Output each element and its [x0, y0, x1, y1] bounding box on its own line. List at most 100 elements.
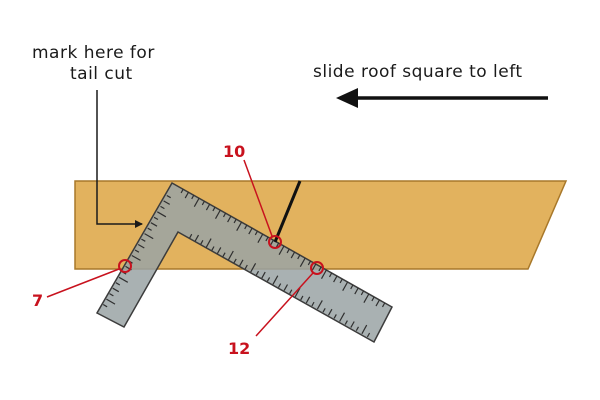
ruler-tick — [150, 222, 158, 227]
ruler-tick — [361, 324, 368, 335]
leader-line-12 — [255, 272, 314, 337]
ruler-tick — [180, 188, 184, 194]
square-ruler-ticks — [102, 188, 386, 338]
ruler-tick — [316, 300, 323, 310]
ruler-tick — [134, 249, 140, 253]
ruler-tick — [102, 303, 108, 308]
ruler-tick — [236, 221, 243, 231]
ruler-tick — [277, 283, 282, 288]
ruler-tick — [118, 276, 129, 283]
ruler-tick — [283, 284, 289, 291]
roof-square — [95, 181, 393, 344]
ruler-tick — [344, 320, 348, 325]
ruler-tick — [257, 233, 264, 243]
ruler-tick — [194, 234, 200, 242]
ruler-tick — [156, 211, 167, 218]
callout-label-12: 12 — [228, 339, 250, 358]
ruler-tick — [244, 264, 248, 270]
ruler-tick — [163, 200, 170, 205]
ruler-tick — [350, 284, 354, 290]
ruler-tick — [137, 243, 145, 249]
square-body — [95, 181, 393, 344]
ruler-tick — [244, 224, 248, 230]
ruler-tick — [131, 254, 141, 261]
ruler-tick — [339, 278, 343, 284]
ruler-tick — [214, 209, 221, 219]
ruler-tick — [254, 230, 259, 236]
leader-line-7 — [46, 268, 120, 298]
ruler-tick — [333, 314, 337, 319]
ruler-tick — [211, 246, 215, 251]
ruler-tick — [255, 270, 260, 276]
mark-label-line2: tail cut — [70, 64, 133, 84]
plumb-line — [273, 180, 302, 243]
ruler-tick — [222, 252, 226, 257]
ruler-tick — [166, 194, 171, 199]
ruler-tick — [294, 287, 301, 298]
ruler-tick — [250, 263, 257, 273]
ruler-tick — [205, 203, 211, 211]
ruler-tick — [371, 296, 375, 302]
callout-label-7: 7 — [32, 291, 43, 310]
right-arrow-icon — [96, 90, 143, 228]
callout-circle-7 — [118, 259, 132, 273]
ruler-tick — [360, 290, 365, 296]
ruler-tick — [333, 275, 338, 283]
ruler-tick — [184, 191, 190, 199]
ruler-tick — [350, 321, 355, 328]
mark-label-line1: mark here for — [32, 43, 155, 63]
ruler-tick — [342, 281, 349, 291]
ruler-tick — [278, 245, 285, 255]
ruler-tick — [112, 287, 120, 293]
ruler-tick — [227, 215, 232, 223]
callout-circle-12 — [310, 261, 324, 275]
callout-circle-10 — [268, 235, 282, 249]
ruler-tick — [109, 293, 114, 297]
ruler-tick — [233, 258, 237, 264]
ruler-tick — [212, 206, 216, 212]
ruler-tick — [381, 302, 386, 308]
ruler-tick — [265, 236, 269, 242]
ruler-tick — [286, 248, 290, 254]
ruler-tick — [275, 242, 280, 248]
ruler-tick — [205, 238, 212, 248]
ruler-tick — [193, 197, 200, 207]
ruler-tick — [318, 266, 322, 272]
ruler-tick — [248, 227, 253, 235]
ruler-tick — [272, 275, 279, 285]
ruler-tick — [147, 227, 152, 231]
ruler-tick — [160, 205, 165, 210]
ruler-tick — [289, 289, 293, 294]
ruler-tick — [366, 332, 371, 338]
ruler-tick — [311, 301, 315, 307]
ruler-tick — [311, 263, 317, 271]
ruler-tick — [266, 277, 271, 282]
ruler-tick — [363, 293, 370, 303]
ruler-tick — [233, 218, 237, 224]
ruler-tick — [144, 233, 154, 240]
ruler-tick — [290, 251, 296, 259]
ruler-tick — [141, 238, 146, 242]
ruler-tick — [115, 282, 121, 286]
ruler-tick — [300, 295, 304, 301]
ruler-tick — [261, 271, 266, 279]
ruler-tick — [106, 298, 116, 305]
ruler-tick — [153, 216, 159, 221]
ruler-tick — [216, 247, 222, 254]
ruler-tick — [227, 250, 234, 260]
ruler-tick — [355, 326, 360, 331]
leader-line-10 — [243, 159, 273, 237]
ruler-tick — [307, 260, 312, 266]
ruler-tick — [222, 212, 227, 218]
ruler-tick — [327, 308, 333, 316]
slide-label: slide roof square to left — [313, 62, 523, 82]
ruler-tick — [322, 308, 326, 313]
ruler-tick — [297, 254, 301, 260]
ruler-tick — [354, 287, 359, 295]
ruler-tick — [200, 240, 204, 245]
ruler-tick — [320, 269, 327, 279]
ruler-tick — [239, 259, 244, 267]
ruler-tick — [339, 312, 346, 322]
